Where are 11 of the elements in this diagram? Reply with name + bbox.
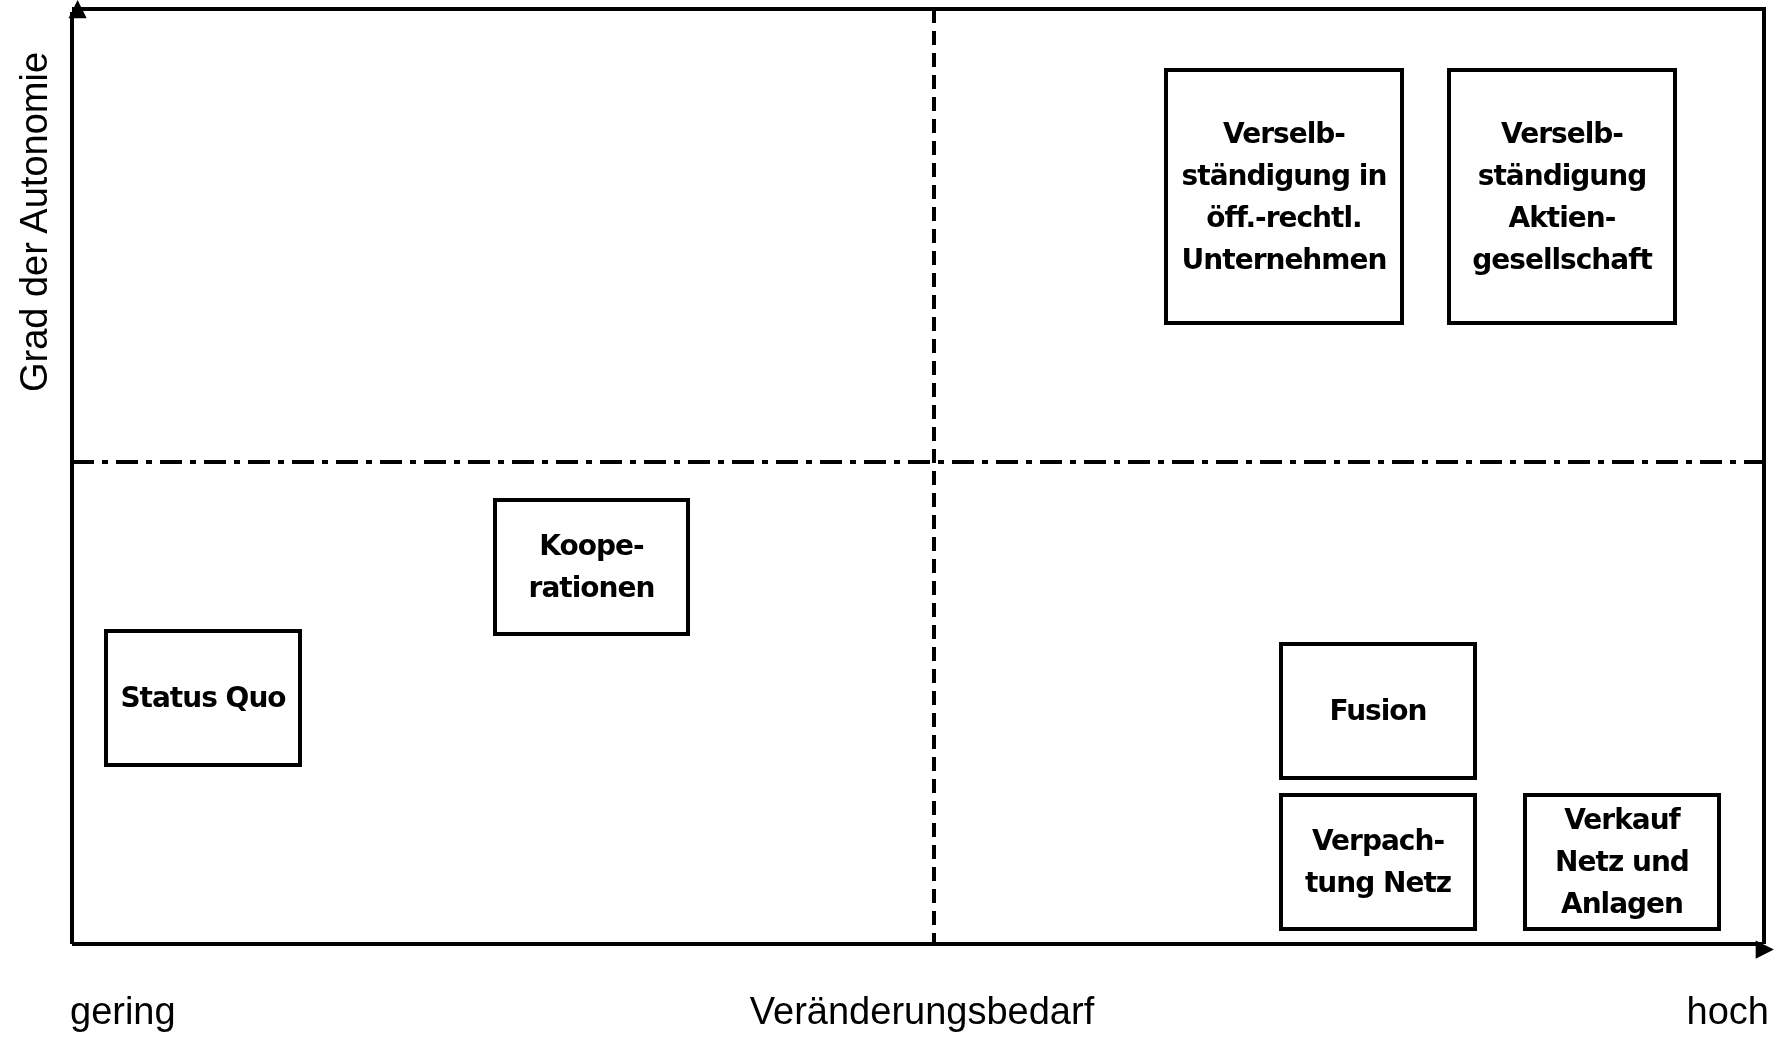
option-box: Koope- rationen	[493, 498, 690, 636]
option-box: Verpach- tung Netz	[1279, 793, 1477, 931]
option-box: Verselb- ständigung in öff.-rechtl. Unternehmen	[1164, 68, 1404, 325]
axis-title: Grad der Autonomie	[12, 51, 56, 393]
option-box: Status Quo	[104, 629, 302, 767]
axis-title: Veränderungsbedarf	[749, 990, 1095, 1033]
axis-tick-label: hoch	[1686, 990, 1769, 1033]
option-box: Verkauf Netz und Anlagen	[1523, 793, 1721, 931]
option-box: Fusion	[1279, 642, 1477, 780]
option-box: Verselb- ständigung Aktien- gesellschaft	[1447, 68, 1677, 325]
axis-tick-label: gering	[70, 990, 176, 1033]
